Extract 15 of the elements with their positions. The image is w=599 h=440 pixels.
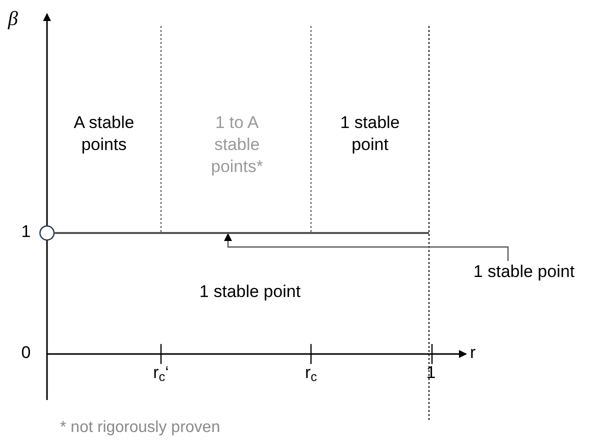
axis-label: β [8, 7, 19, 32]
region-label: 1 stable point [198, 281, 302, 303]
tick-label: r$_{c}$ [304, 362, 318, 384]
region-label: 1 to A stable points* [210, 112, 264, 178]
tick-label: 1 [20, 221, 32, 243]
axis-label: r [470, 342, 477, 364]
leader-line [224, 233, 509, 261]
footnote: * not rigorously proven [60, 418, 222, 438]
tick-label: 0 [20, 342, 32, 364]
boundary-line [54, 232, 429, 234]
callout-label: 1 stable point [450, 261, 598, 285]
region-label: 1 stable point [339, 112, 401, 156]
tick-label: r$_{c}$‘ [152, 362, 170, 384]
tick-label: 1 [425, 362, 437, 384]
region-label: A stable points [72, 112, 136, 156]
